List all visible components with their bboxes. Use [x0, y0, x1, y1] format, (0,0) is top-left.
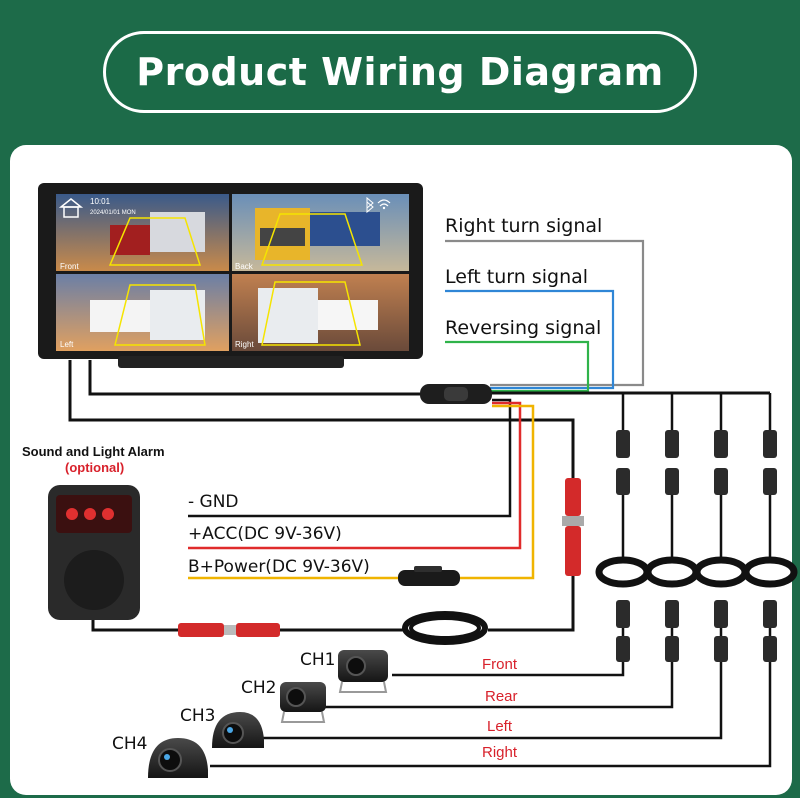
alarm-optional: (optional)	[65, 460, 125, 475]
rear-label: Rear	[485, 688, 518, 705]
camera-ch1	[338, 650, 388, 693]
gnd-label: - GND	[188, 492, 239, 512]
monitor-view-back: Back	[235, 262, 253, 271]
right-label: Right	[482, 744, 518, 761]
alarm-device	[48, 485, 140, 620]
front-label: Front	[482, 656, 518, 673]
wire-acc	[188, 401, 522, 550]
right-turn-signal-label: Right turn signal	[445, 215, 603, 237]
camera-ch4	[148, 738, 208, 778]
signal-wires	[445, 239, 645, 393]
page-title: Product Wiring Diagram	[136, 50, 664, 94]
monitor-view-right: Right	[235, 340, 254, 349]
home-icon	[58, 198, 84, 218]
alarm-connector	[562, 478, 584, 576]
harness-connector	[420, 384, 492, 404]
wire-gnd	[188, 398, 512, 518]
camera-ch2	[280, 682, 326, 723]
ch4-label: CH4	[112, 734, 148, 754]
monitor-view-left: Left	[60, 340, 74, 349]
monitor	[38, 183, 423, 368]
bluetooth-icon	[366, 196, 374, 214]
ch1-label: CH1	[300, 650, 336, 670]
wire-right-turn	[445, 239, 645, 387]
ch2-label: CH2	[241, 678, 277, 698]
monitor-date: 2024/01/01 MON	[90, 210, 136, 216]
reversing-signal-label: Reversing signal	[445, 317, 602, 339]
wire-reversing	[445, 340, 590, 393]
speaker-icon	[64, 550, 124, 610]
monitor-view-front: Front	[60, 262, 79, 271]
left-label: Left	[487, 718, 513, 735]
bplus-label: B+Power(DC 9V-36V)	[188, 557, 370, 577]
fuse-holder-icon	[398, 566, 460, 586]
alarm-title: Sound and Light Alarm	[22, 444, 165, 459]
wifi-icon	[377, 199, 391, 210]
monitor-time: 10:01	[90, 197, 111, 206]
coiled-cable	[402, 611, 488, 645]
extension-cable-coils	[595, 556, 798, 588]
main-cable	[68, 360, 770, 485]
camera-ch3	[212, 712, 264, 748]
title-banner: Product Wiring Diagram	[103, 31, 697, 113]
alarm-plug	[178, 623, 280, 637]
aviation-connectors	[616, 430, 777, 662]
left-turn-signal-label: Left turn signal	[445, 266, 589, 288]
wire-left-turn	[445, 289, 615, 390]
acc-label: +ACC(DC 9V-36V)	[188, 524, 342, 544]
wire-bplus	[188, 404, 535, 580]
ch3-label: CH3	[180, 706, 216, 726]
power-wires	[188, 398, 535, 580]
